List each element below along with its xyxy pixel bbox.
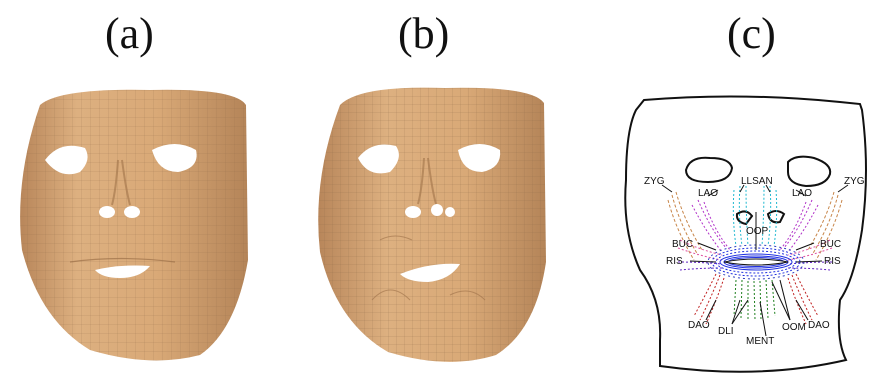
- label-oop: OOP: [746, 226, 769, 237]
- label-ment: MENT: [746, 336, 774, 347]
- label-zyg-right: ZYG: [844, 176, 865, 187]
- label-dli: DLI: [718, 326, 734, 337]
- left-eye-outline: [686, 158, 732, 182]
- label-lao-left: LAO: [698, 188, 718, 199]
- right-nostril: [431, 204, 443, 216]
- label-buc-right: BUC: [820, 239, 841, 250]
- right-nostril: [124, 206, 140, 218]
- label-llsan: LLSAN: [741, 176, 773, 187]
- left-nostril: [405, 206, 421, 218]
- label-dao-left: DAO: [688, 320, 710, 331]
- panel-c: (c): [600, 0, 880, 376]
- label-ris-right: RIS: [824, 256, 841, 267]
- panel-a: (a): [0, 0, 290, 376]
- label-dao-right: DAO: [808, 320, 830, 331]
- label-zyg-left: ZYG: [644, 176, 665, 187]
- face-mesh-b: [300, 0, 590, 376]
- label-oom: OOM: [782, 322, 806, 333]
- label-lao-right: LAO: [792, 188, 812, 199]
- face-mesh-a: [0, 0, 290, 376]
- label-buc-left: BUC: [672, 239, 693, 250]
- label-ris-left: RIS: [666, 256, 683, 267]
- panel-b: (b): [300, 0, 590, 376]
- muscle-diagram: ZYG ZYG LAO LAO LLSAN OOP BUC BUC RIS RI…: [600, 0, 880, 376]
- left-nostril: [99, 206, 115, 218]
- right-nostril-outline: [768, 211, 784, 222]
